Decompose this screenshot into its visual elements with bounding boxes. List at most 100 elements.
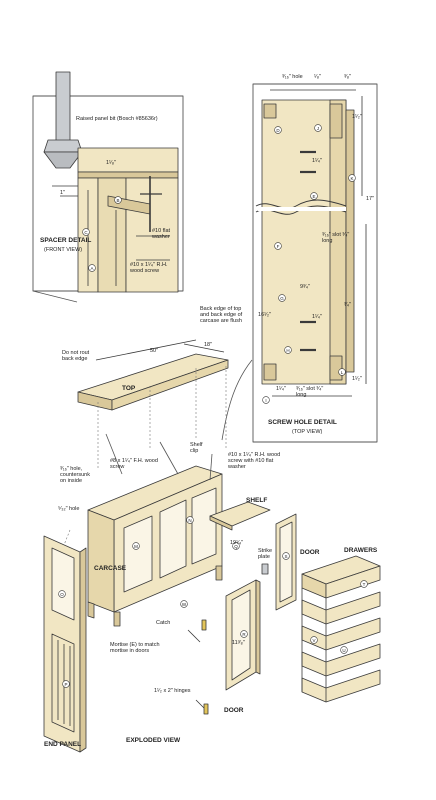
part-letter-circle bbox=[82, 228, 90, 236]
screw-dim-right-c: 1¹⁄₂" bbox=[352, 376, 362, 382]
spacer-dim-a: 1¹⁄₈" bbox=[106, 160, 117, 166]
flush-note: Back edge of top and back edge of carcas… bbox=[200, 306, 243, 324]
part-letter-text: F bbox=[277, 244, 280, 249]
part-letter-circle bbox=[88, 264, 96, 272]
part-letter-text: C bbox=[84, 230, 88, 235]
no-rout-note: Do not rout back edge bbox=[62, 350, 90, 362]
part-letter-text: J bbox=[317, 126, 319, 131]
screw-note-b: #10 x 1¹⁄₄" R.H. wood screw with #10 fla… bbox=[228, 452, 281, 470]
part-letter-circle bbox=[274, 126, 282, 134]
screw-dim-mid-a: 1¹⁄₄" bbox=[312, 158, 323, 164]
spacer-detail-subtitle: (FRONT VIEW) bbox=[44, 247, 83, 253]
part-letter-circle bbox=[62, 680, 70, 688]
bit-label: Raised panel bit (Bosch #85636r) bbox=[76, 116, 158, 122]
hinges-label: 1¹⁄₂ x 2" hinges bbox=[154, 688, 191, 694]
part-letter-text: I bbox=[265, 398, 266, 403]
part-letter-text: N bbox=[188, 518, 191, 523]
part-letter-circle bbox=[186, 516, 194, 524]
part-letter-text: W bbox=[182, 602, 187, 607]
shelf-drawing bbox=[209, 501, 271, 531]
part-letter-text: H bbox=[286, 348, 289, 353]
drawers-label: DRAWERS bbox=[344, 547, 378, 554]
part-letter-text: T bbox=[363, 582, 366, 587]
spacer-detail-panel bbox=[32, 71, 184, 293]
screw-dim-top-1: ¹⁄₈" bbox=[314, 74, 321, 80]
hole-note-b: ⁵⁄₃₂" hole bbox=[58, 506, 80, 512]
part-letter-text: R bbox=[242, 632, 246, 637]
washer-label: #10 flat washer bbox=[152, 228, 171, 240]
part-letter-circle bbox=[310, 636, 318, 644]
part-letter-text: M bbox=[134, 544, 138, 549]
door-right-drawing bbox=[275, 513, 297, 611]
part-letter-text: S bbox=[284, 554, 287, 559]
end-panel-drawing bbox=[43, 535, 87, 753]
part-letter-circle bbox=[314, 124, 322, 132]
part-letter-text: B bbox=[116, 198, 119, 203]
spacer-dim-b: 1" bbox=[60, 190, 66, 196]
part-letter-text: P bbox=[64, 682, 67, 687]
part-letter-circle bbox=[340, 646, 348, 654]
part-letter-circle bbox=[284, 346, 292, 354]
part-letter-circle bbox=[278, 294, 286, 302]
screw-label: #10 x 1¹⁄₄" R.H. wood screw bbox=[130, 262, 168, 274]
part-letter-circle bbox=[338, 368, 346, 376]
part-letter-circle bbox=[232, 542, 240, 550]
screw-note-a: #8 x 1¹⁄₄" F.H. wood screw bbox=[110, 458, 158, 470]
part-letter-text: A bbox=[90, 266, 93, 271]
part-letter-text: V bbox=[312, 638, 315, 643]
top-panel-drawing bbox=[77, 339, 229, 411]
screw-dim-right-a: 1¹⁄₂" bbox=[352, 114, 362, 120]
screw-dim-left: 16¹⁄₂" bbox=[258, 312, 271, 318]
door-right-label: DOOR bbox=[300, 549, 320, 556]
part-letter-circle bbox=[180, 600, 188, 608]
exploded-dim-a: 19¹⁄₄" bbox=[230, 540, 244, 546]
part-letter-text: K bbox=[350, 176, 353, 181]
hole-note: ³⁄₁₆" hole, countersunk on inside bbox=[60, 466, 90, 484]
part-letter-circle bbox=[262, 396, 270, 404]
screw-dim-top-0: ³⁄₁₆" hole bbox=[282, 74, 303, 80]
catch-label: Catch bbox=[156, 620, 171, 626]
screw-dim-bottom: 1¹⁄₄" bbox=[276, 386, 287, 392]
screw-dim-top-2: ³⁄₈" bbox=[344, 74, 351, 80]
top-label: TOP bbox=[122, 385, 136, 392]
part-letter-circle bbox=[310, 192, 318, 200]
screw-dim-mid-b: 9³⁄₄" bbox=[300, 284, 311, 290]
part-letter-circle bbox=[282, 552, 290, 560]
screw-hole-detail-title: SCREW HOLE DETAIL bbox=[268, 419, 337, 426]
shelf-clip-label: Shelf clip bbox=[190, 442, 203, 454]
part-letter-text: L bbox=[341, 370, 344, 375]
mortise-note: Mortise (E) to match mortise in doors bbox=[110, 642, 160, 654]
part-letter-circle bbox=[58, 590, 66, 598]
part-letter-circle bbox=[240, 630, 248, 638]
part-letter-text: O bbox=[60, 592, 64, 597]
slot-label: ³⁄₁₆" slot ³⁄₄" long bbox=[322, 232, 350, 244]
end-panel-label: END PANEL bbox=[44, 741, 82, 748]
drawers-drawing bbox=[301, 555, 381, 703]
door-left-label: DOOR bbox=[224, 707, 244, 714]
screw-hole-detail-panel bbox=[252, 83, 378, 443]
shelf-label: SHELF bbox=[246, 497, 268, 504]
exploded-dim-b: 11³⁄₈" bbox=[232, 640, 245, 646]
part-letter-text: D bbox=[276, 128, 280, 133]
spacer-detail-title: SPACER DETAIL bbox=[40, 237, 92, 244]
exploded-view-title: EXPLODED VIEW bbox=[126, 737, 181, 744]
carcase-label: CARCASE bbox=[94, 565, 127, 572]
hardware-drawing bbox=[187, 563, 269, 715]
part-letter-text: U bbox=[342, 648, 345, 653]
top-dim-length: 50" bbox=[150, 348, 159, 354]
part-letter-circle bbox=[360, 580, 368, 588]
carcase-drawing bbox=[87, 465, 223, 627]
part-letter-circle bbox=[132, 542, 140, 550]
part-letter-text: Q bbox=[234, 544, 238, 549]
part-letter-circle bbox=[274, 242, 282, 250]
part-letter-circle bbox=[348, 174, 356, 182]
screw-dim-mid-c: 1¹⁄₄" bbox=[312, 314, 323, 320]
strike-plate-label: Strike plate bbox=[258, 548, 273, 560]
screw-dim-small: ³⁄₄" bbox=[344, 302, 351, 308]
screw-dim-right-b: 17" bbox=[366, 196, 375, 202]
part-letter-text: E bbox=[312, 194, 315, 199]
slot-label-b: ³⁄₁₆" slot ³⁄₄" long bbox=[296, 386, 324, 398]
